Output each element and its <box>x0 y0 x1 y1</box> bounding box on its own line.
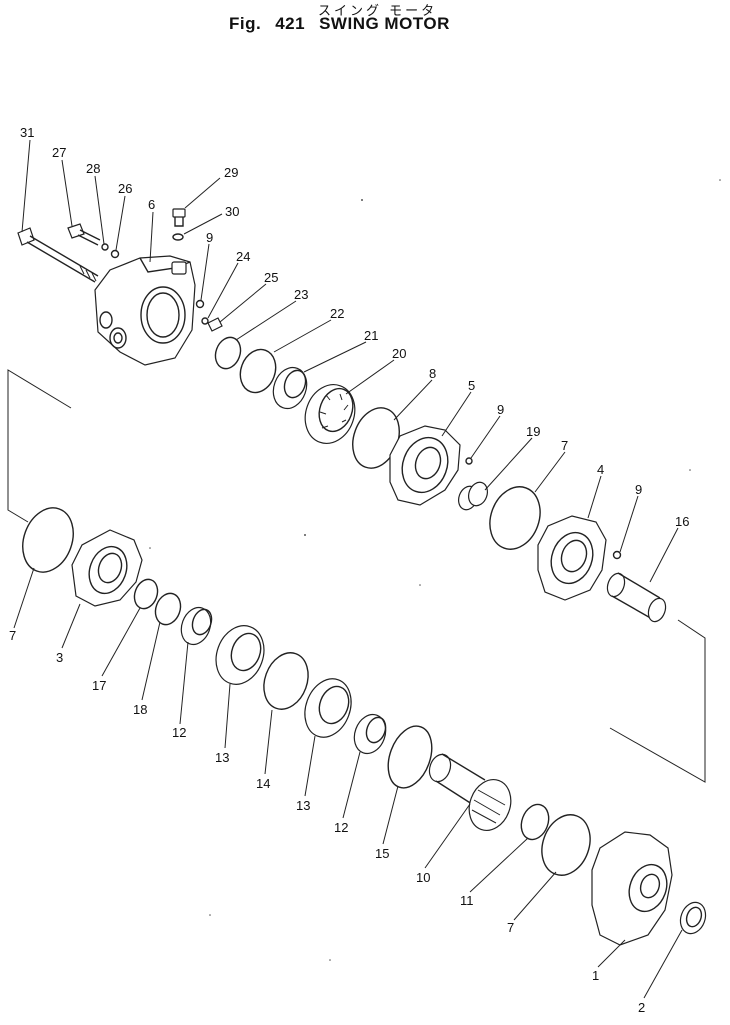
part-16-drive-shaft <box>606 572 667 623</box>
callout-12-lower: 12 <box>334 820 348 835</box>
part-9-o-ring-right <box>612 550 622 560</box>
callout-19: 19 <box>526 424 540 439</box>
part-6-valve-housing <box>94 255 196 366</box>
callout-4: 4 <box>597 462 604 477</box>
callout-9-right: 9 <box>635 482 642 497</box>
callout-11: 11 <box>460 893 474 908</box>
callout-9-mid: 9 <box>497 402 504 417</box>
callout-25: 25 <box>264 270 278 285</box>
callout-1: 1 <box>592 968 599 983</box>
part-27-plug-screw <box>67 223 101 246</box>
callout-26: 26 <box>118 181 132 196</box>
part-3-bearing-housing <box>71 529 143 607</box>
callout-15: 15 <box>375 846 389 861</box>
callout-7-upper: 7 <box>561 438 568 453</box>
callout-17: 17 <box>92 678 106 693</box>
part-17-snap-ring <box>133 578 159 610</box>
part-29-plug <box>172 208 186 227</box>
leader-lines <box>13 139 683 999</box>
part-25-pin <box>207 317 223 332</box>
part-7-seal-ring-left <box>22 507 74 573</box>
callout-13-lower: 13 <box>296 798 310 813</box>
callout-20: 20 <box>392 346 406 361</box>
scan-specks <box>149 179 721 961</box>
part-12-taper-bearing-upper <box>180 606 213 646</box>
fig-number: 421 <box>275 14 306 33</box>
part-11-seal <box>520 803 550 841</box>
part-30-o-ring <box>172 233 184 241</box>
callout-7-lower: 7 <box>507 920 514 935</box>
callout-8: 8 <box>429 366 436 381</box>
part-18-ring <box>154 592 182 626</box>
part-4-gerotor-housing <box>537 515 607 601</box>
part-20-valve-plate <box>304 384 356 444</box>
part-13-bearing-cup-upper <box>215 625 265 685</box>
part-7-seal-ring-upper <box>489 486 541 550</box>
callout-24: 24 <box>236 249 250 264</box>
break-line-left <box>7 369 72 523</box>
callout-23: 23 <box>294 287 308 302</box>
callout-28: 28 <box>86 161 100 176</box>
callout-2: 2 <box>638 1000 645 1015</box>
part-21-bearing <box>272 366 308 410</box>
callout-5: 5 <box>468 378 475 393</box>
part-7-seal-ring-lower <box>541 814 591 876</box>
part-9-o-ring-mid <box>465 457 473 465</box>
callout-16: 16 <box>675 514 689 529</box>
callout-30: 30 <box>225 204 239 219</box>
part-2-oil-seal <box>679 901 707 935</box>
callout-10: 10 <box>416 870 430 885</box>
part-28-o-ring <box>101 243 109 251</box>
callout-labels: 31 27 28 26 6 29 30 9 24 25 23 22 21 20 … <box>9 125 689 1015</box>
callout-31: 31 <box>20 125 34 140</box>
callout-6: 6 <box>148 197 155 212</box>
callout-7-left: 7 <box>9 628 16 643</box>
part-13-bearing-cup-lower <box>304 678 352 738</box>
diagram-title: Fig. 421 SWING MOTOR <box>229 14 464 34</box>
part-15-retaining-ring <box>387 725 433 789</box>
part-22-ring <box>239 348 277 394</box>
callout-29: 29 <box>224 165 238 180</box>
part-24-ring <box>201 317 209 325</box>
callout-3: 3 <box>56 650 63 665</box>
callout-12-upper: 12 <box>172 725 186 740</box>
part-9-o-ring-upper <box>195 299 205 309</box>
part-19-drive-gear <box>457 481 489 511</box>
title-text: SWING MOTOR <box>319 14 450 33</box>
part-31-long-bolt <box>17 227 99 283</box>
callout-9-upper: 9 <box>206 230 213 245</box>
callout-22: 22 <box>330 306 344 321</box>
break-line-right <box>609 619 706 783</box>
callout-18: 18 <box>133 702 147 717</box>
part-23-ring <box>214 336 242 370</box>
part-10-output-shaft <box>428 753 512 831</box>
fig-label: Fig. <box>229 14 262 33</box>
part-1-output-housing <box>591 831 673 946</box>
callout-14: 14 <box>256 776 270 791</box>
callout-27: 27 <box>52 145 66 160</box>
part-26-o-ring <box>110 249 120 259</box>
diagram-title-japanese: スイング モータ <box>318 4 438 19</box>
part-12-taper-bearing-lower <box>353 713 387 755</box>
part-14-spacer <box>263 652 309 710</box>
callout-21: 21 <box>364 328 378 343</box>
callout-13-upper: 13 <box>215 750 229 765</box>
part-5-gerotor-plate <box>389 425 461 506</box>
